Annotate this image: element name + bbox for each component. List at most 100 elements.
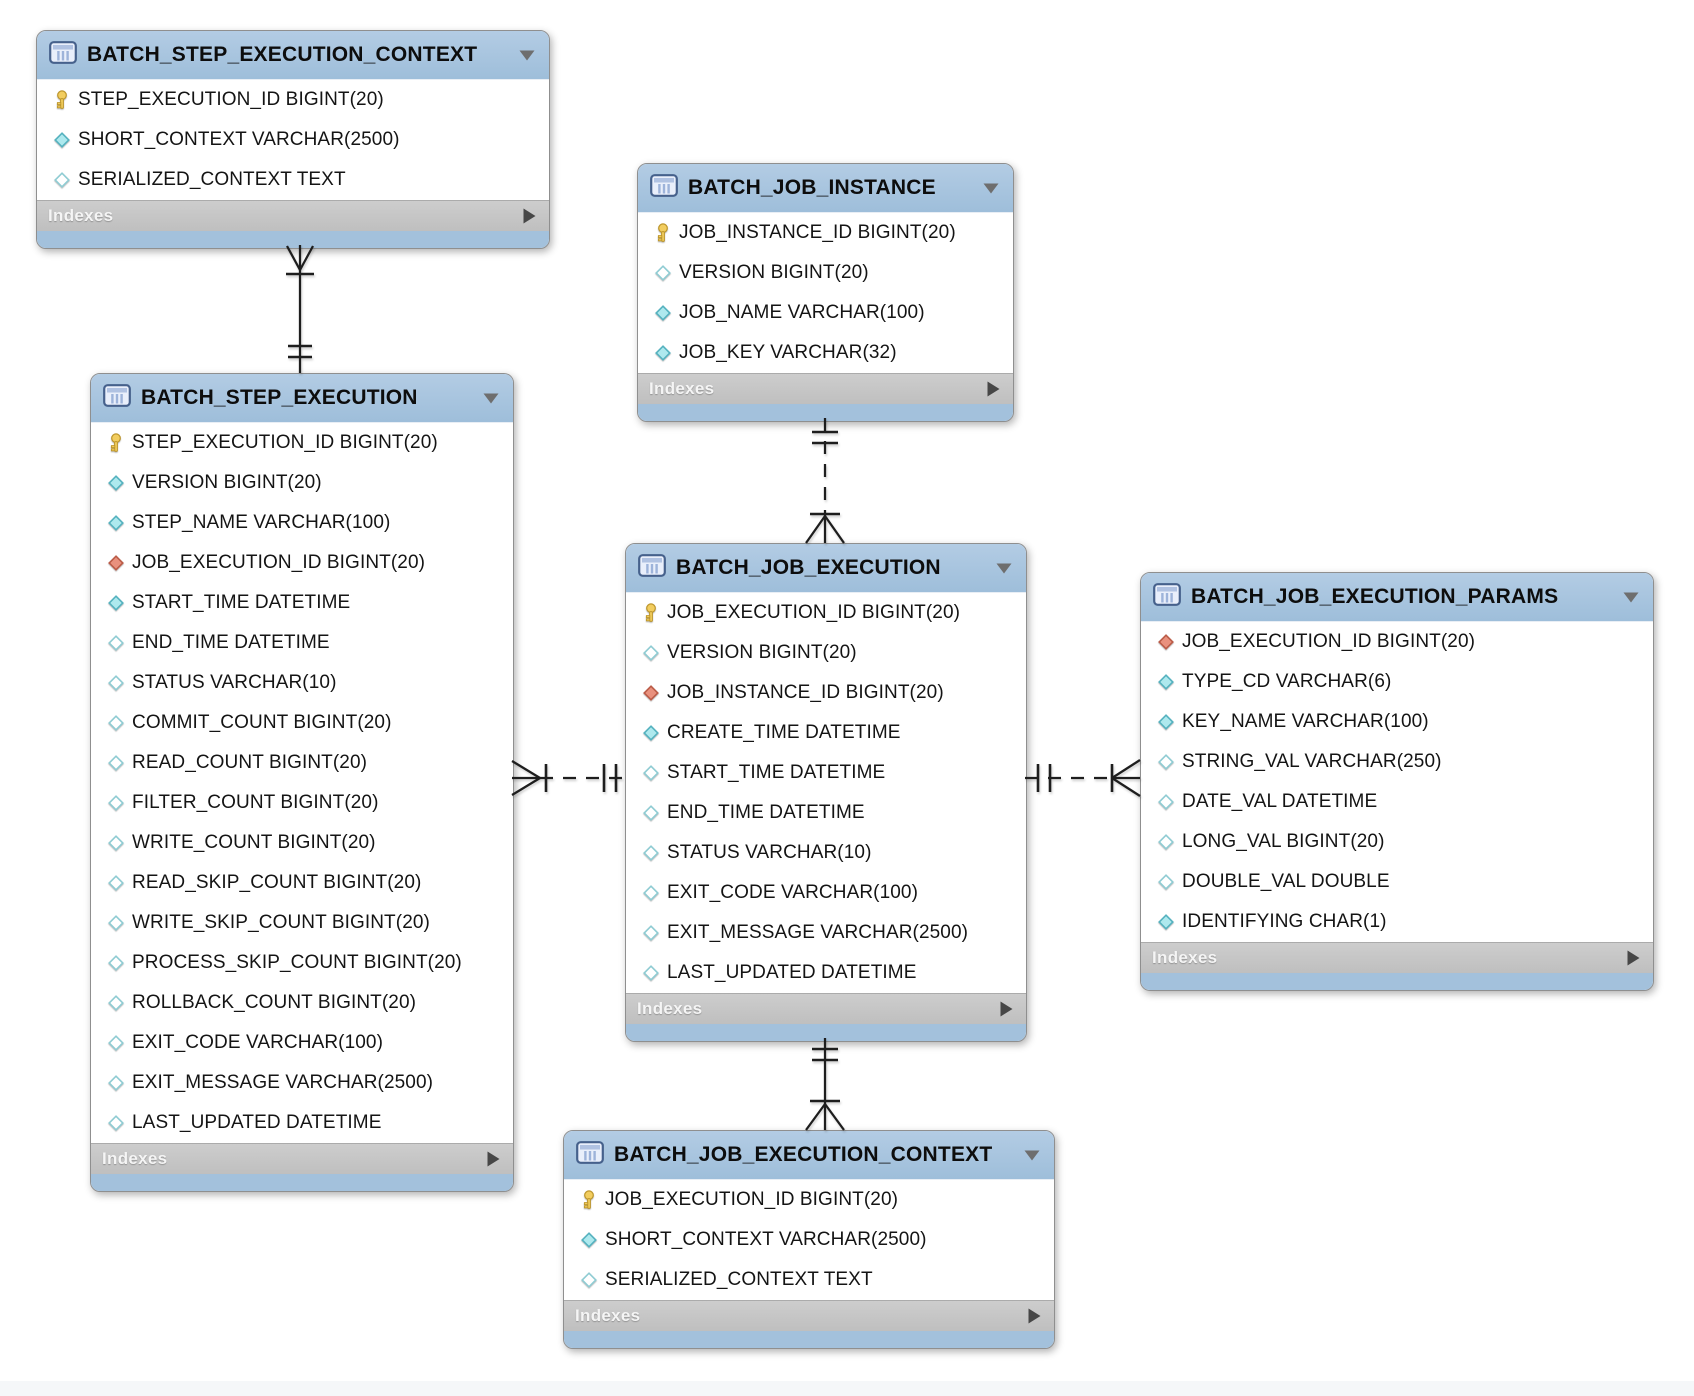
column-label: ROLLBACK_COUNT BIGINT(20) <box>132 992 417 1013</box>
column-label: KEY_NAME VARCHAR(100) <box>1182 711 1429 732</box>
table-icon <box>49 41 77 69</box>
relationship-job_execution_to_step_execution[interactable] <box>511 760 625 796</box>
indexes-bar[interactable]: Indexes <box>1141 942 1653 973</box>
column-row[interactable]: CREATE_TIME DATETIME <box>626 713 1026 753</box>
table-header[interactable]: BATCH_STEP_EXECUTION_CONTEXT <box>37 31 549 80</box>
relationship-job_execution_to_job_execution_params[interactable] <box>1025 759 1141 797</box>
column-row[interactable]: COMMIT_COUNT BIGINT(20) <box>91 703 513 743</box>
column-label: DATE_VAL DATETIME <box>1182 791 1378 812</box>
indexes-bar[interactable]: Indexes <box>91 1143 513 1174</box>
column-row[interactable]: JOB_INSTANCE_ID BIGINT(20) <box>638 213 1013 253</box>
column-row[interactable]: ROLLBACK_COUNT BIGINT(20) <box>91 983 513 1023</box>
column-row[interactable]: JOB_KEY VARCHAR(32) <box>638 333 1013 373</box>
column-row[interactable]: JOB_EXECUTION_ID BIGINT(20) <box>1141 622 1653 662</box>
not-null-column-icon <box>1150 714 1182 730</box>
collapse-triangle-icon[interactable] <box>519 50 535 61</box>
collapse-triangle-icon[interactable] <box>983 183 999 194</box>
column-row[interactable]: EXIT_CODE VARCHAR(100) <box>91 1023 513 1063</box>
column-label: STEP_EXECUTION_ID BIGINT(20) <box>132 432 438 453</box>
table-header[interactable]: BATCH_JOB_EXECUTION_PARAMS <box>1141 573 1653 622</box>
column-row[interactable]: STRING_VAL VARCHAR(250) <box>1141 742 1653 782</box>
table-header[interactable]: BATCH_JOB_EXECUTION_CONTEXT <box>564 1131 1054 1180</box>
column-row[interactable]: STATUS VARCHAR(10) <box>626 833 1026 873</box>
column-row[interactable]: LONG_VAL BIGINT(20) <box>1141 822 1653 862</box>
table-title: BATCH_JOB_EXECUTION_CONTEXT <box>614 1143 993 1166</box>
relationship-job_instance_to_job_execution[interactable] <box>805 418 845 544</box>
expand-indexes-icon[interactable] <box>1028 1308 1041 1324</box>
column-row[interactable]: SERIALIZED_CONTEXT TEXT <box>37 160 549 200</box>
collapse-triangle-icon[interactable] <box>1024 1150 1040 1161</box>
column-row[interactable]: EXIT_CODE VARCHAR(100) <box>626 873 1026 913</box>
column-row[interactable]: END_TIME DATETIME <box>91 623 513 663</box>
column-row[interactable]: JOB_EXECUTION_ID BIGINT(20) <box>564 1180 1054 1220</box>
column-row[interactable]: READ_COUNT BIGINT(20) <box>91 743 513 783</box>
expand-indexes-icon[interactable] <box>487 1151 500 1167</box>
primary-key-icon <box>573 1190 605 1210</box>
expand-indexes-icon[interactable] <box>523 208 536 224</box>
nullable-column-icon <box>100 835 132 851</box>
column-row[interactable]: STEP_EXECUTION_ID BIGINT(20) <box>37 80 549 120</box>
column-row[interactable]: WRITE_COUNT BIGINT(20) <box>91 823 513 863</box>
column-row[interactable]: START_TIME DATETIME <box>91 583 513 623</box>
column-row[interactable]: EXIT_MESSAGE VARCHAR(2500) <box>626 913 1026 953</box>
relationship-step_execution_to_step_execution_context[interactable] <box>286 245 314 373</box>
indexes-bar[interactable]: Indexes <box>564 1300 1054 1331</box>
column-label: FILTER_COUNT BIGINT(20) <box>132 792 379 813</box>
indexes-bar[interactable]: Indexes <box>638 373 1013 404</box>
collapse-triangle-icon[interactable] <box>996 563 1012 574</box>
column-row[interactable]: FILTER_COUNT BIGINT(20) <box>91 783 513 823</box>
column-row[interactable]: PROCESS_SKIP_COUNT BIGINT(20) <box>91 943 513 983</box>
column-row[interactable]: READ_SKIP_COUNT BIGINT(20) <box>91 863 513 903</box>
column-label: JOB_EXECUTION_ID BIGINT(20) <box>1182 631 1476 652</box>
table-header[interactable]: BATCH_JOB_EXECUTION <box>626 544 1026 593</box>
expand-indexes-icon[interactable] <box>1000 1001 1013 1017</box>
column-label: WRITE_SKIP_COUNT BIGINT(20) <box>132 912 430 933</box>
column-row[interactable]: WRITE_SKIP_COUNT BIGINT(20) <box>91 903 513 943</box>
nullable-column-icon <box>635 845 667 861</box>
column-row[interactable]: SERIALIZED_CONTEXT TEXT <box>564 1260 1054 1300</box>
table-batch_job_execution_context[interactable]: BATCH_JOB_EXECUTION_CONTEXT JOB_EXECUTION… <box>563 1130 1055 1349</box>
column-row[interactable]: KEY_NAME VARCHAR(100) <box>1141 702 1653 742</box>
collapse-triangle-icon[interactable] <box>483 393 499 404</box>
table-header[interactable]: BATCH_STEP_EXECUTION <box>91 374 513 423</box>
column-row[interactable]: END_TIME DATETIME <box>626 793 1026 833</box>
column-label: PROCESS_SKIP_COUNT BIGINT(20) <box>132 952 462 973</box>
column-row[interactable]: SHORT_CONTEXT VARCHAR(2500) <box>564 1220 1054 1260</box>
column-row[interactable]: VERSION BIGINT(20) <box>626 633 1026 673</box>
expand-indexes-icon[interactable] <box>987 381 1000 397</box>
indexes-bar[interactable]: Indexes <box>626 993 1026 1024</box>
column-row[interactable]: IDENTIFYING CHAR(1) <box>1141 902 1653 942</box>
column-row[interactable]: JOB_EXECUTION_ID BIGINT(20) <box>626 593 1026 633</box>
column-row[interactable]: DOUBLE_VAL DOUBLE <box>1141 862 1653 902</box>
column-row[interactable]: START_TIME DATETIME <box>626 753 1026 793</box>
column-label: READ_COUNT BIGINT(20) <box>132 752 368 773</box>
column-row[interactable]: EXIT_MESSAGE VARCHAR(2500) <box>91 1063 513 1103</box>
column-row[interactable]: JOB_NAME VARCHAR(100) <box>638 293 1013 333</box>
column-row[interactable]: DATE_VAL DATETIME <box>1141 782 1653 822</box>
column-row[interactable]: STEP_NAME VARCHAR(100) <box>91 503 513 543</box>
column-row[interactable]: JOB_INSTANCE_ID BIGINT(20) <box>626 673 1026 713</box>
table-batch_job_execution_params[interactable]: BATCH_JOB_EXECUTION_PARAMS JOB_EXECUTION_… <box>1140 572 1654 991</box>
column-row[interactable]: TYPE_CD VARCHAR(6) <box>1141 662 1653 702</box>
column-row[interactable]: VERSION BIGINT(20) <box>638 253 1013 293</box>
column-row[interactable]: LAST_UPDATED DATETIME <box>91 1103 513 1143</box>
nullable-column-icon <box>647 265 679 281</box>
column-row[interactable]: STEP_EXECUTION_ID BIGINT(20) <box>91 423 513 463</box>
table-header[interactable]: BATCH_JOB_INSTANCE <box>638 164 1013 213</box>
column-label: TYPE_CD VARCHAR(6) <box>1182 671 1392 692</box>
column-row[interactable]: STATUS VARCHAR(10) <box>91 663 513 703</box>
column-row[interactable]: LAST_UPDATED DATETIME <box>626 953 1026 993</box>
column-row[interactable]: JOB_EXECUTION_ID BIGINT(20) <box>91 543 513 583</box>
expand-indexes-icon[interactable] <box>1627 950 1640 966</box>
indexes-bar[interactable]: Indexes <box>37 200 549 231</box>
relationship-job_execution_to_job_execution_context[interactable] <box>805 1038 845 1131</box>
column-row[interactable]: VERSION BIGINT(20) <box>91 463 513 503</box>
column-label: IDENTIFYING CHAR(1) <box>1182 911 1387 932</box>
column-row[interactable]: SHORT_CONTEXT VARCHAR(2500) <box>37 120 549 160</box>
collapse-triangle-icon[interactable] <box>1623 592 1639 603</box>
table-batch_step_execution[interactable]: BATCH_STEP_EXECUTION STEP_EXECUTION_ID BI… <box>90 373 514 1192</box>
